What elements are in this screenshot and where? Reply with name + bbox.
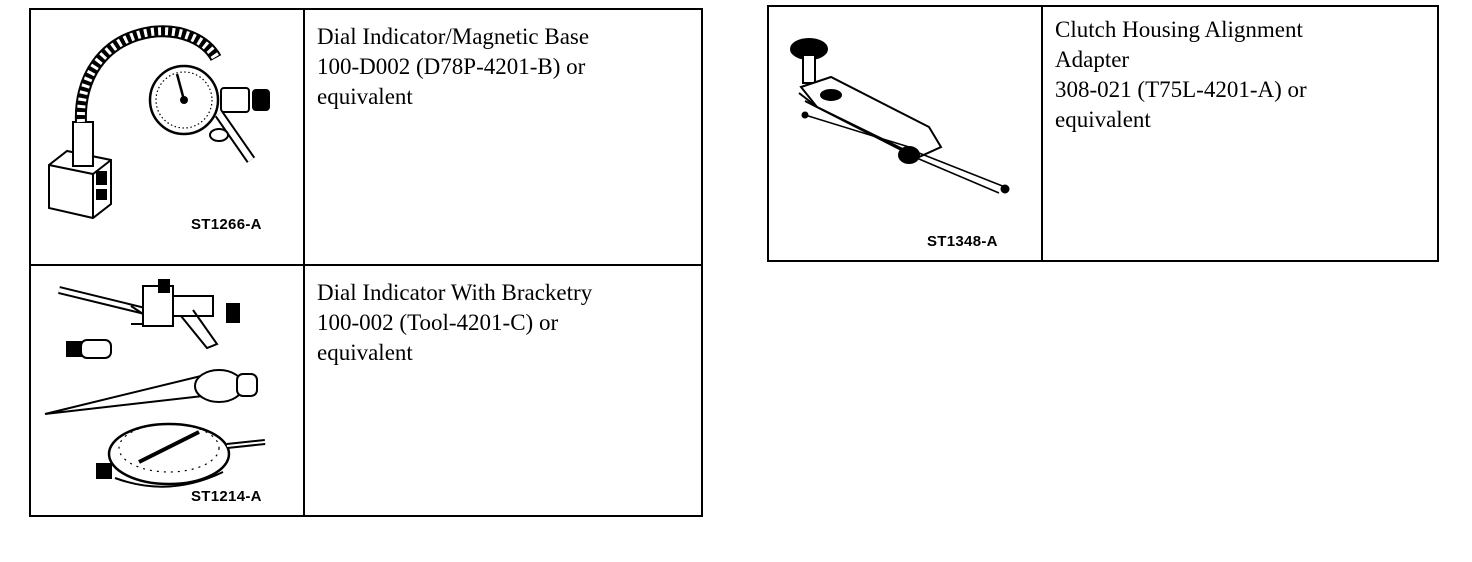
tool-table-left: ST1266-A Dial Indicator/Magnetic Base 10… — [29, 8, 703, 517]
figure-code: ST1266-A — [191, 216, 262, 233]
tool-name-continued: Adapter — [1055, 47, 1130, 72]
tool-row-dial-indicator-magnetic-base: ST1266-A Dial Indicator/Magnetic Base 10… — [31, 10, 701, 264]
dial-indicator-bracketry-icon — [44, 279, 266, 488]
tool-name: Dial Indicator With Bracketry — [317, 280, 593, 305]
figure-code: ST1348-A — [927, 233, 998, 250]
tool-name: Clutch Housing Alignment — [1055, 17, 1303, 42]
tool-row-dial-indicator-bracketry: ST1214-A Dial Indicator With Bracketry 1… — [31, 264, 701, 515]
figure-code: ST1214-A — [191, 488, 262, 505]
tool-equivalent-note: equivalent — [317, 84, 413, 109]
tool-part-number: 100-D002 (D78P-4201-B) or — [317, 54, 586, 79]
illustration-cell: ST1266-A — [31, 10, 305, 264]
illustration-cell: ST1214-A — [31, 266, 305, 515]
illustration-cell: ST1348-A — [769, 7, 1043, 260]
description-cell: Dial Indicator/Magnetic Base 100-D002 (D… — [305, 10, 701, 264]
tool-equivalent-note: equivalent — [317, 340, 413, 365]
dial-indicator-magnetic-base-icon — [48, 25, 270, 220]
tool-equivalent-note: equivalent — [1055, 107, 1151, 132]
description-cell: Dial Indicator With Bracketry 100-002 (T… — [305, 266, 701, 515]
tool-part-number: 308-021 (T75L-4201-A) or — [1055, 77, 1307, 102]
clutch-housing-alignment-adapter-icon — [790, 38, 1010, 194]
tool-part-number: 100-002 (Tool-4201-C) or — [317, 310, 559, 335]
tool-row-clutch-housing-alignment-adapter: ST1348-A Clutch Housing Alignment Adapte… — [769, 7, 1437, 260]
tool-name: Dial Indicator/Magnetic Base — [317, 24, 590, 49]
description-cell: Clutch Housing Alignment Adapter 308-021… — [1043, 7, 1437, 260]
tool-table-right: ST1348-A Clutch Housing Alignment Adapte… — [767, 5, 1439, 262]
